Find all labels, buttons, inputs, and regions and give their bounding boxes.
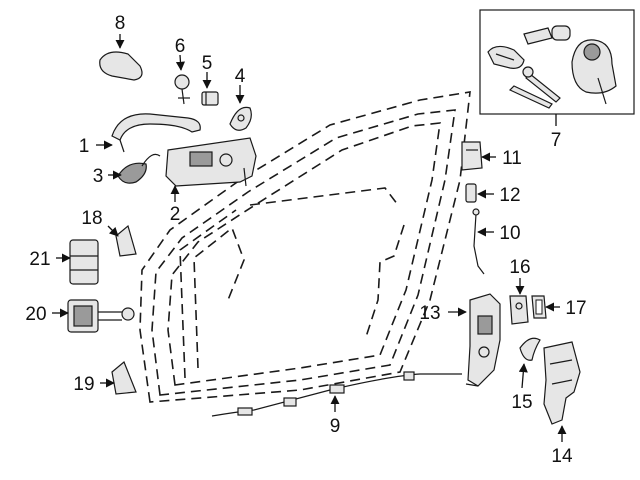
callout-13: 13 bbox=[419, 303, 440, 324]
latch-cover-part bbox=[519, 337, 541, 361]
lock-pin-part bbox=[465, 183, 477, 203]
callout-9: 9 bbox=[330, 416, 341, 437]
callout-19: 19 bbox=[73, 374, 94, 395]
callout-10: 10 bbox=[499, 223, 520, 244]
striker-part bbox=[509, 295, 529, 325]
gasket-part bbox=[229, 106, 252, 131]
callout-5: 5 bbox=[202, 53, 213, 74]
latch-housing-part bbox=[543, 341, 581, 425]
door-latch-part bbox=[465, 293, 501, 387]
callout-16: 16 bbox=[509, 257, 530, 278]
callout-20: 20 bbox=[25, 304, 46, 325]
callout-8: 8 bbox=[115, 13, 126, 34]
callout-17: 17 bbox=[565, 298, 586, 319]
lower-bumper-part bbox=[111, 361, 137, 395]
callout-1: 1 bbox=[79, 136, 90, 157]
lock-cylinder-part bbox=[174, 74, 190, 105]
callout-14: 14 bbox=[551, 446, 573, 467]
handle-carrier-part bbox=[165, 137, 257, 187]
cylinder-set-inset bbox=[479, 9, 635, 115]
callout-21: 21 bbox=[29, 249, 50, 270]
cylinder-plug-part bbox=[523, 25, 571, 45]
striker-shim-part bbox=[531, 295, 547, 319]
callout-2: 2 bbox=[170, 204, 181, 225]
callout-3: 3 bbox=[93, 166, 104, 187]
key-head-part bbox=[487, 45, 525, 69]
clip-part bbox=[201, 91, 219, 106]
key-fob-part bbox=[99, 51, 143, 81]
callout-18-leader bbox=[107, 225, 119, 237]
door-check-part bbox=[67, 299, 135, 333]
mechanical-key-part bbox=[522, 66, 561, 103]
door-frame-outline bbox=[139, 91, 471, 403]
callout-7: 7 bbox=[551, 130, 562, 151]
callout-15: 15 bbox=[511, 392, 532, 413]
lock-assembly-part bbox=[571, 39, 617, 105]
release-cable-part bbox=[211, 371, 462, 417]
callout-6-leader bbox=[175, 54, 185, 71]
emergency-key-part bbox=[508, 85, 553, 109]
callout-6: 6 bbox=[175, 36, 186, 57]
callout-18: 18 bbox=[81, 208, 102, 229]
callout-15-leader bbox=[518, 363, 528, 389]
callout-12: 12 bbox=[499, 185, 520, 206]
lock-rod-part bbox=[472, 208, 485, 275]
check-cover-part bbox=[69, 239, 99, 285]
outside-handle-part bbox=[111, 113, 201, 153]
callout-4: 4 bbox=[235, 66, 246, 87]
bumper-part bbox=[115, 224, 137, 257]
handle-cap-part bbox=[117, 153, 161, 184]
callout-11: 11 bbox=[502, 148, 522, 169]
striker-cover-part bbox=[461, 141, 483, 171]
